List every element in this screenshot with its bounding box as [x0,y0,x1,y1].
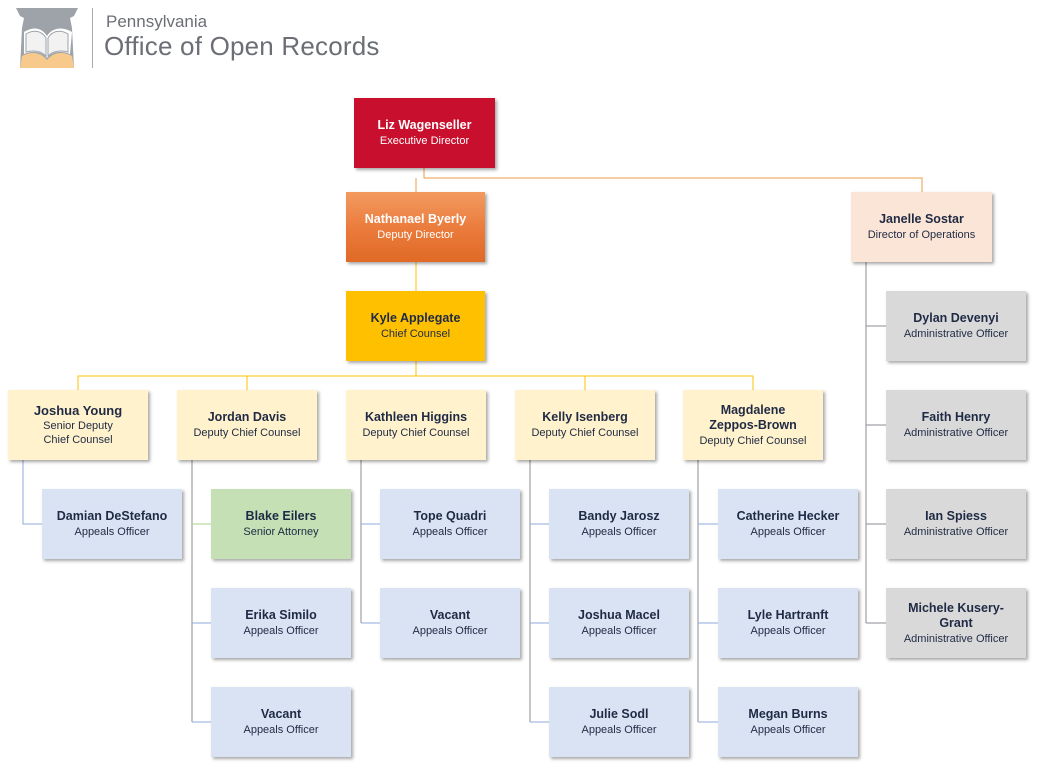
node-name: Erika Similo [245,608,317,622]
node-title: Senior Deputy Chief Counsel [43,420,113,446]
node-name: Michele Kusery-Grant [908,600,1004,630]
node-senior-attorney-eilers[interactable]: Blake Eilers Senior Attorney [211,489,351,559]
node-administrative-officer-henry[interactable]: Faith Henry Administrative Officer [886,390,1026,460]
org-subtitle: Pennsylvania [106,12,208,31]
node-title: Executive Director [379,135,470,147]
logo-divider [92,8,93,68]
node-title: Deputy Chief Counsel [699,434,807,447]
node-name: Catherine Hecker [736,509,840,523]
node-appeals-officer-hecker[interactable]: Catherine Hecker Appeals Officer [718,489,858,559]
node-name: Julie Sodl [589,707,649,721]
node-name: Kelly Isenberg [542,410,628,424]
node-name: Janelle Sostar [879,212,964,226]
node-title: Appeals Officer [581,724,657,736]
node-appeals-officer-macel[interactable]: Joshua Macel Appeals Officer [549,588,689,658]
node-title: Appeals Officer [750,724,826,736]
node-name: Blake Eilers [245,509,317,523]
node-title: Appeals Officer [243,625,319,637]
node-name: Dylan Devenyi [913,311,999,325]
node-deputy-chief-counsel-isenberg[interactable]: Kelly Isenberg Deputy Chief Counsel [515,390,655,460]
node-name: Bandy Jarosz [578,509,660,523]
node-name: Liz Wagenseller [377,118,472,132]
node-name: Kyle Applegate [370,311,461,325]
node-name: Kathleen Higgins [364,410,468,424]
node-title: Appeals Officer [412,526,488,538]
node-name: Vacant [429,608,471,622]
node-appeals-officer-hartranft[interactable]: Lyle Hartranft Appeals Officer [718,588,858,658]
node-title: Administrative Officer [903,526,1009,538]
node-name: Ian Spiess [925,509,987,523]
node-name: Tope Quadri [413,509,487,523]
node-administrative-officer-devenyi[interactable]: Dylan Devenyi Administrative Officer [886,291,1026,361]
node-title: Administrative Officer [903,632,1009,645]
connector-young-destefano [22,460,42,525]
node-name: Damian DeStefano [56,509,168,523]
node-executive-director[interactable]: Liz Wagenseller Executive Director [354,98,495,168]
node-appeals-officer-destefano[interactable]: Damian DeStefano Appeals Officer [42,489,182,559]
connector-exec-ops [423,168,923,192]
node-title: Appeals Officer [412,625,488,637]
node-name: Megan Burns [748,707,828,721]
node-title: Appeals Officer [750,625,826,637]
node-title: Appeals Officer [243,724,319,736]
node-title: Deputy Chief Counsel [531,427,639,439]
node-appeals-officer-similo[interactable]: Erika Similo Appeals Officer [211,588,351,658]
connector-deputy-bus [77,375,754,390]
node-administrative-officer-spiess[interactable]: Ian Spiess Administrative Officer [886,489,1026,559]
node-director-of-operations[interactable]: Janelle Sostar Director of Operations [851,192,992,262]
node-name: Joshua Young [33,403,123,418]
node-appeals-officer-jarosz[interactable]: Bandy Jarosz Appeals Officer [549,489,689,559]
node-name: Magdalene Zeppos-Brown [709,402,797,432]
node-title: Deputy Chief Counsel [193,427,301,439]
node-title: Appeals Officer [581,625,657,637]
keystone-book-logo-icon [16,8,78,68]
node-deputy-director[interactable]: Nathanael Byerly Deputy Director [346,192,485,262]
node-name: Vacant [260,707,302,721]
node-deputy-chief-counsel-zeppos-brown[interactable]: Magdalene Zeppos-Brown Deputy Chief Coun… [683,390,823,460]
node-title: Senior Attorney [243,526,319,538]
node-title: Deputy Chief Counsel [362,427,470,439]
node-appeals-officer-vacant-davis[interactable]: Vacant Appeals Officer [211,687,351,757]
node-name: Jordan Davis [207,410,287,424]
node-name: Nathanael Byerly [364,212,467,226]
node-title: Appeals Officer [74,526,150,538]
org-title: Office of Open Records [104,31,380,61]
node-name: Joshua Macel [578,608,660,622]
node-title: Director of Operations [867,229,976,241]
node-title: Chief Counsel [380,328,451,340]
node-deputy-chief-counsel-higgins[interactable]: Kathleen Higgins Deputy Chief Counsel [346,390,486,460]
node-title: Appeals Officer [750,526,826,538]
node-title: Administrative Officer [903,328,1009,340]
node-administrative-officer-kusery-grant[interactable]: Michele Kusery-Grant Administrative Offi… [886,588,1026,658]
node-name: Lyle Hartranft [747,608,829,622]
node-appeals-officer-quadri[interactable]: Tope Quadri Appeals Officer [380,489,520,559]
node-name: Faith Henry [921,410,991,424]
node-title: Deputy Director [377,229,454,241]
node-appeals-officer-sodl[interactable]: Julie Sodl Appeals Officer [549,687,689,757]
node-title: Administrative Officer [903,427,1009,439]
node-appeals-officer-vacant-higgins[interactable]: Vacant Appeals Officer [380,588,520,658]
node-appeals-officer-burns[interactable]: Megan Burns Appeals Officer [718,687,858,757]
node-chief-counsel[interactable]: Kyle Applegate Chief Counsel [346,291,485,361]
node-deputy-chief-counsel-davis[interactable]: Jordan Davis Deputy Chief Counsel [177,390,317,460]
node-senior-deputy-chief-counsel[interactable]: Joshua Young Senior Deputy Chief Counsel [8,390,148,460]
node-title: Appeals Officer [581,526,657,538]
header: Pennsylvania Office of Open Records [0,0,420,80]
